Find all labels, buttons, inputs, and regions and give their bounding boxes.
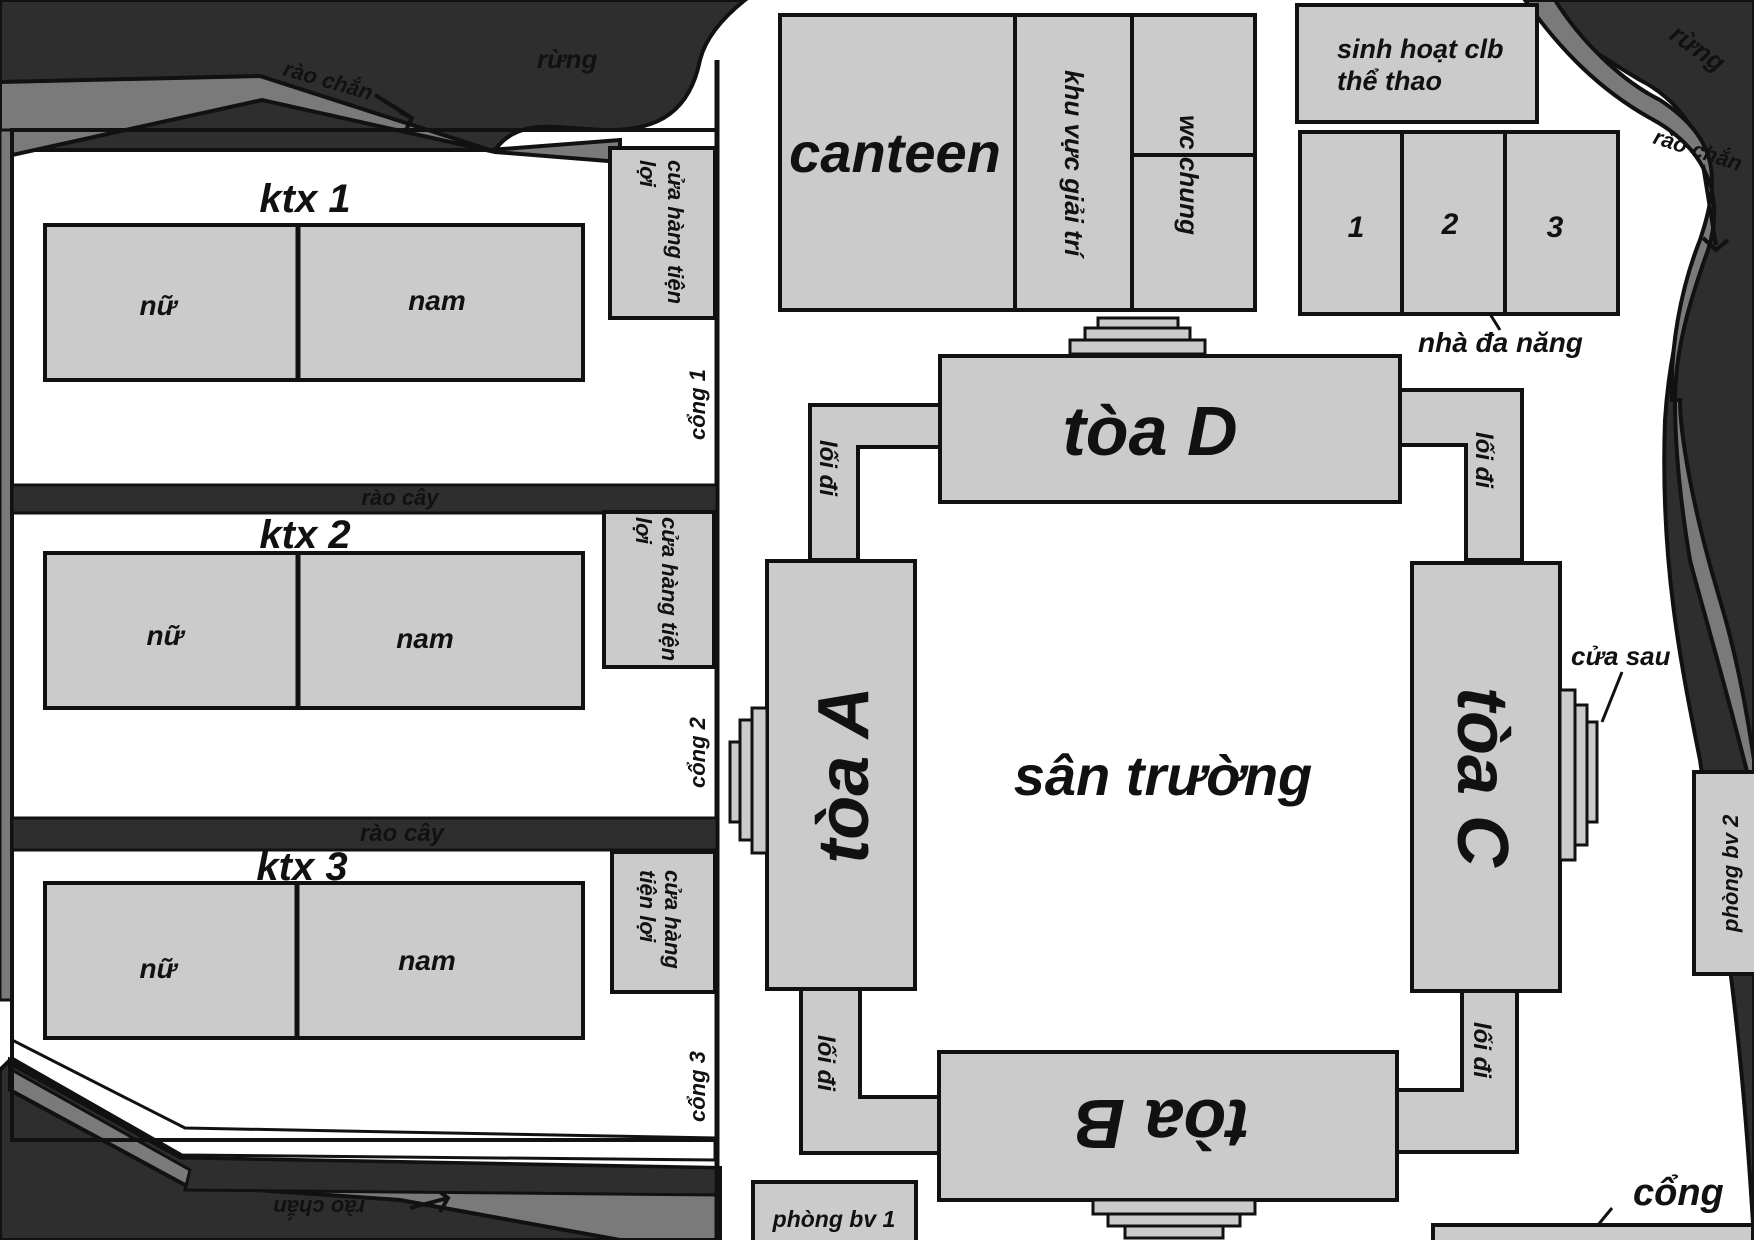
steps-c-1 [1558, 688, 1577, 862]
steps-b-1 [1091, 1198, 1257, 1216]
walkway-label-tl: lối đi [814, 440, 841, 497]
shop3-label-l1: cửa hàng [660, 870, 685, 969]
shop3-label-l2: tiện lợi [635, 870, 660, 943]
walkway-label-tr: lối đi [1470, 432, 1497, 489]
hedge-2-label: rào cây [360, 820, 446, 847]
building-c-label: tòa C [1442, 687, 1522, 868]
shop2-label-l2: lợi [631, 517, 656, 545]
fence-arrow-right [1701, 164, 1730, 253]
back-door-pointer [1600, 671, 1624, 723]
multi-hall-label: nhà đa năng [1418, 327, 1583, 358]
forest-label-left: rừng [537, 44, 598, 74]
ktx3-male: nam [398, 945, 456, 976]
fence-band-right [1522, 0, 1754, 801]
ktx1-building[interactable] [43, 223, 585, 382]
steps-a-2 [738, 718, 754, 842]
steps-b-2 [1106, 1212, 1242, 1228]
ktx2-female: nữ [146, 620, 185, 651]
hall-1-label: 1 [1348, 211, 1365, 244]
steps-d-2 [1083, 326, 1192, 342]
multipurpose-hall[interactable] [1298, 130, 1620, 316]
building-d-label: tòa D [1063, 392, 1238, 470]
hedge-1-label: rào cây [361, 485, 440, 510]
ktx3-female: nữ [139, 953, 178, 984]
hedge-1 [10, 483, 719, 515]
fence-arrow-top [373, 93, 415, 133]
steps-b-3 [1123, 1224, 1225, 1240]
ktx3-building[interactable] [43, 881, 585, 1040]
building-a[interactable] [765, 559, 917, 991]
main-gate[interactable] [1431, 1223, 1754, 1245]
ktx1-title: ktx 1 [259, 177, 350, 221]
bottom-left-white-notch [10, 1000, 722, 1197]
steps-a-1 [750, 706, 769, 855]
shop2[interactable] [602, 510, 716, 669]
schoolyard-label: sân trường [1014, 744, 1312, 807]
building-a-label: tòa A [804, 686, 884, 863]
main-gate-label: cổng [1633, 1172, 1724, 1214]
shop2-label-l1: cửa hàng tiện [657, 517, 682, 661]
guard-room-2[interactable] [1692, 770, 1754, 976]
canteen-block[interactable] [778, 13, 1257, 312]
steps-c-2 [1573, 703, 1589, 847]
shop1[interactable] [608, 146, 717, 320]
building-b-label: tòa B [1075, 1085, 1250, 1163]
shop1-label-l1: cửa hàng tiện [663, 160, 688, 304]
club-label-l2: thể thao [1337, 66, 1442, 96]
ktx2-building[interactable] [43, 551, 585, 710]
sports-club[interactable] [1295, 3, 1539, 124]
ktx1-male: nam [408, 285, 466, 316]
gate2-label: cổng 2 [685, 716, 710, 788]
shop1-label-l2: lợi [635, 160, 660, 188]
back-door-label: cửa sau [1571, 641, 1671, 671]
gate1-label: cổng 1 [685, 369, 710, 440]
building-d[interactable] [938, 354, 1402, 504]
walkway-top-right[interactable] [1398, 388, 1524, 562]
guard-room-1-label: phòng bv 1 [772, 1206, 896, 1232]
shop3[interactable] [610, 850, 717, 994]
guard-room-2-label: phòng bv 2 [1718, 814, 1743, 933]
fence-label-bottom: rào chắn [273, 1195, 365, 1220]
building-c[interactable] [1410, 561, 1562, 993]
hall-pointer [1488, 313, 1502, 331]
ktx2-title: ktx 2 [259, 513, 350, 557]
gate-pointer [1596, 1207, 1614, 1226]
steps-d-3 [1068, 338, 1207, 356]
guard-room-1[interactable] [751, 1180, 918, 1245]
gate3-label: cổng 3 [685, 1051, 710, 1122]
entertainment-label: khu vực giải trí [1059, 70, 1089, 259]
steps-a-3 [728, 740, 742, 824]
hedge-2 [10, 816, 719, 852]
hall-3-label: 3 [1547, 211, 1564, 244]
hall-2-label: 2 [1441, 208, 1459, 241]
ktx1-female: nữ [139, 290, 178, 321]
steps-d-1 [1096, 316, 1180, 330]
steps-c-3 [1585, 720, 1599, 824]
canteen-label: canteen [789, 121, 1001, 184]
club-label-l1: sinh hoạt clb [1337, 34, 1504, 64]
walkway-bottom-right[interactable] [1395, 988, 1519, 1154]
walkway-label-bl: lối đi [812, 1035, 839, 1092]
fence-arrow-bottom [409, 1190, 451, 1213]
ktx2-male: nam [396, 623, 454, 654]
walkway-label-br: lối đi [1468, 1022, 1495, 1079]
wc-label: wc chung [1174, 115, 1204, 235]
